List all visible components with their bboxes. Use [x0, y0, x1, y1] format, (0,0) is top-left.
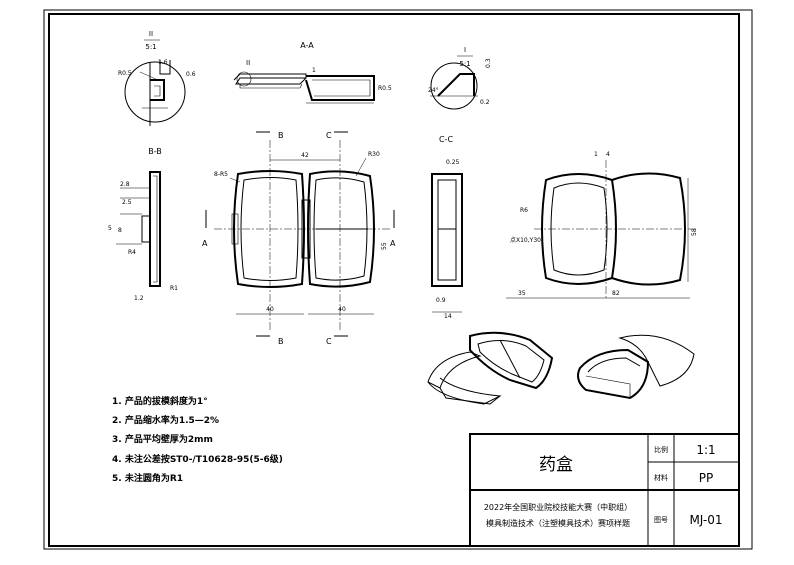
dim-r05-detail: R0.5 — [118, 70, 132, 77]
dim-r30: R30 — [368, 151, 380, 158]
note-2: 2. 产品缩水率为1.5—2% — [112, 414, 219, 426]
detail-ii-label: II — [149, 30, 153, 38]
section-cc-title: C-C — [439, 135, 453, 144]
note-4: 4. 未注公差按ST0-/T10628-95(5-6级) — [112, 453, 283, 465]
cut-a-left: A — [202, 239, 208, 248]
dim-0-3: 0.3 — [485, 58, 492, 68]
detail-ii: II 5:1 R0.5 1.6 0.6 — [118, 30, 196, 126]
title-block: 药盒 比例 1:1 材料 PP 2022年全国职业院校技能大赛（中职组） 模具制… — [469, 433, 740, 547]
detail-ii-scale: 5:1 — [145, 43, 156, 51]
section-bb: B-B 2.8 2.5 8 5 R4 R1 1.2 — [108, 147, 178, 302]
dim-2-5: 2.5 — [122, 199, 132, 206]
dim-82: 82 — [612, 290, 620, 297]
note-1: 1. 产品的拔模斜度为1° — [112, 395, 208, 407]
dim-2-8: 2.8 — [120, 181, 130, 188]
part-name: 药盒 — [539, 455, 573, 475]
note-3: 3. 产品平均壁厚为2mm — [112, 433, 213, 445]
detail-i-scale: 5:1 — [459, 60, 470, 68]
dim-1-aa: 1 — [312, 67, 316, 74]
dim-0-6: 0.6 — [186, 71, 196, 78]
dim-r1: R1 — [170, 285, 178, 292]
section-cc: C-C 0.25 0.9 14 — [431, 135, 463, 320]
dim-0-9: 0.9 — [436, 297, 446, 304]
dim-r4: R4 — [128, 249, 136, 256]
drawing-no-label: 图号 — [654, 516, 668, 524]
isometric-open — [427, 331, 554, 405]
cut-c-top: C — [326, 131, 332, 140]
dim-40-right: 40 — [338, 306, 346, 313]
dim-5: 5 — [108, 225, 112, 232]
dim-14: 14 — [444, 313, 452, 320]
cut-a-right: A — [390, 239, 396, 248]
dim-8-r5: 8-R5 — [214, 171, 228, 178]
cut-b-bottom: B — [278, 337, 284, 346]
dim-0-2: 0.2 — [480, 99, 490, 106]
isometric-closed — [577, 334, 695, 400]
detail-i: I 5:1 0.3 0.2 24° — [428, 46, 492, 110]
dim-42: 42 — [301, 152, 309, 159]
dim-r05-aa: R0.5 — [378, 85, 392, 92]
dim-8: 8 — [118, 227, 122, 234]
dim-35: 35 — [518, 290, 526, 297]
cut-b-top: B — [278, 131, 284, 140]
dim-angle-24: 24° — [428, 87, 439, 94]
roman-ii-marker: II — [246, 59, 250, 67]
section-bb-title: B-B — [148, 147, 162, 156]
dim-4: 4 — [606, 151, 610, 158]
dim-55: 55 — [381, 242, 388, 250]
dim-40-left: 40 — [266, 306, 274, 313]
detail-i-label: I — [464, 46, 466, 54]
scale-label: 比例 — [654, 445, 668, 454]
dim-1-2: 1.2 — [134, 295, 144, 302]
dim-r6: R6 — [520, 207, 528, 214]
plan-view: B C B C A A 42 R30 8-R5 40 40 — [202, 131, 396, 346]
cut-c-bottom: C — [326, 337, 332, 346]
dim-0-25: 0.25 — [446, 159, 460, 166]
section-aa-title: A-A — [300, 41, 314, 50]
drawing-no-value: MJ-01 — [689, 513, 722, 527]
dim-58: 58 — [691, 228, 698, 236]
technical-notes: 1. 产品的拔模斜度为1° 2. 产品缩水率为1.5—2% 3. 产品平均壁厚为… — [112, 395, 283, 484]
material-value: PP — [699, 471, 713, 485]
dim-1-6: 1.6 — [158, 59, 168, 66]
scale-value: 1:1 — [696, 443, 715, 457]
section-aa: A-A II 1 R0.5 — [233, 41, 392, 104]
note-5: 5. 未注圆角为R1 — [112, 472, 183, 484]
competition-line-1: 2022年全国职业院校技能大赛（中职组） — [484, 502, 632, 512]
inner-border — [48, 13, 740, 547]
competition-line-2: 模具制造技术（注塑模具技术）赛项样题 — [486, 518, 630, 528]
right-plan-view: 4 1 R6 点X10,Y30 58 35 82 — [506, 151, 698, 300]
material-label: 材料 — [654, 473, 668, 482]
outer-border — [43, 9, 753, 550]
dim-1-right: 1 — [594, 151, 598, 158]
point-label: 点X10,Y30 — [510, 236, 541, 244]
